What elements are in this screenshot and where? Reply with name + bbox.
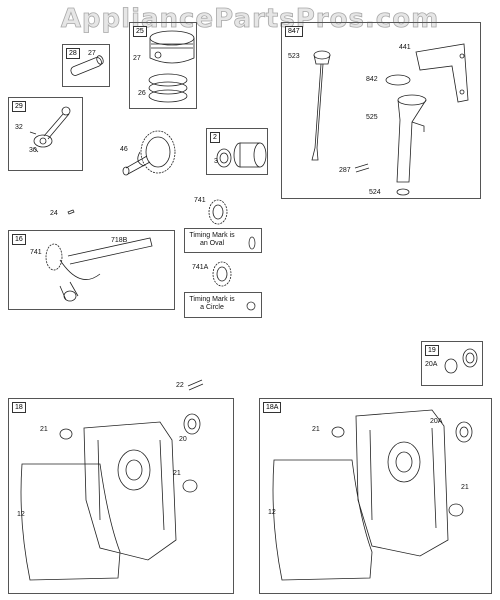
- plug-21c-icon: [331, 426, 345, 438]
- panel-28: 28: [62, 44, 110, 87]
- part-label-21: 21: [40, 426, 48, 433]
- timing-note-oval-text: Timing Mark is an Oval: [189, 232, 235, 247]
- plug-21b-icon: [182, 479, 198, 493]
- seal-20-icon: [183, 413, 201, 435]
- part-label-523: 523: [288, 53, 300, 60]
- panel-25: 25: [129, 22, 197, 109]
- part-label-287: 287: [339, 167, 351, 174]
- part-label-20a: 20A: [425, 361, 438, 368]
- plug-21d-icon: [448, 503, 464, 517]
- part-label-27: 27: [88, 50, 96, 57]
- panel-18: 18: [8, 398, 234, 594]
- part-label-12-18a: 12: [268, 509, 276, 516]
- piston-icon: [149, 30, 195, 64]
- part-label-741-top: 741: [194, 197, 206, 204]
- part-label-525: 525: [366, 114, 378, 121]
- panel-2: 2: [206, 128, 268, 175]
- panel-tag-16: 16: [12, 234, 26, 245]
- crankshaft-icon: [45, 237, 153, 302]
- part-label-842: 842: [366, 76, 378, 83]
- panel-16: 16: [8, 230, 175, 310]
- part-label-20a-18a: 20A: [430, 418, 443, 425]
- part-label-718b: 718B: [111, 237, 128, 244]
- part-label-32: 32: [15, 124, 23, 131]
- panel-18a: 18A: [259, 398, 492, 594]
- part-label-27-piston: 27: [133, 55, 141, 62]
- panel-tag-2: 2: [210, 132, 220, 143]
- panel-tag-847: 847: [285, 26, 303, 37]
- piston-rings-icon: [148, 73, 188, 103]
- gasket-18a-icon: [272, 459, 373, 581]
- camshaft-icon: [122, 130, 176, 176]
- part-label-24: 24: [50, 210, 58, 217]
- part-label-30: 30: [29, 147, 37, 154]
- connecting-rod-icon: [29, 106, 71, 153]
- timing-note-circle-text: Timing Mark is a Circle: [189, 296, 235, 311]
- part-label-20: 20: [179, 436, 187, 443]
- panel-tag-29: 29: [12, 101, 26, 112]
- panel-tag-28: 28: [66, 48, 80, 59]
- part-label-21-18a-lower: 21: [461, 484, 469, 491]
- panel-tag-18: 18: [12, 402, 26, 413]
- timing-note-circle: Timing Mark is a Circle: [184, 292, 262, 318]
- crankcase-cover-18a-icon: [355, 409, 449, 557]
- panel-19: 19: [421, 341, 483, 386]
- oval-mark-icon: [248, 236, 256, 250]
- plug-21a-icon: [59, 428, 73, 440]
- tube-bracket-icon: [415, 43, 469, 103]
- piston-pin-icon: [70, 55, 104, 76]
- oil-seal-icon: [216, 142, 267, 168]
- timing-note-oval: Timing Mark is an Oval: [184, 228, 262, 253]
- part-label-741a: 741A: [192, 264, 209, 271]
- crankcase-cover-icon: [83, 421, 177, 561]
- panel-847: 847: [281, 22, 481, 199]
- part-label-21-18a: 21: [312, 426, 320, 433]
- part-label-26: 26: [138, 90, 146, 97]
- bushing-icon: [444, 348, 478, 374]
- part-label-46: 46: [120, 146, 128, 153]
- screw-287-icon: [354, 163, 370, 173]
- oil-fill-tube-icon: [385, 74, 427, 196]
- part-label-12: 12: [17, 511, 25, 518]
- part-label-524: 524: [369, 189, 381, 196]
- part-label-441: 441: [399, 44, 411, 51]
- watermark: AppliancePartsPros.com: [60, 4, 440, 35]
- key-icon: [67, 209, 75, 215]
- part-label-3: 3: [214, 158, 218, 165]
- part-label-21-lower: 21: [173, 470, 181, 477]
- panel-29: 29: [8, 97, 83, 171]
- part-label-22: 22: [176, 382, 184, 389]
- circle-mark-icon: [246, 301, 256, 311]
- panel-tag-25: 25: [133, 26, 147, 37]
- seal-20a-icon: [455, 421, 473, 443]
- timing-gear-741a-icon: [212, 261, 232, 287]
- panel-tag-19: 19: [425, 345, 439, 356]
- panel-tag-18a: 18A: [263, 402, 282, 413]
- timing-gear-icon: [208, 199, 228, 225]
- gasket-icon: [20, 463, 121, 581]
- dipstick-icon: [311, 50, 331, 161]
- part-label-741-crank: 741: [30, 249, 42, 256]
- screw-22-icon: [187, 379, 204, 391]
